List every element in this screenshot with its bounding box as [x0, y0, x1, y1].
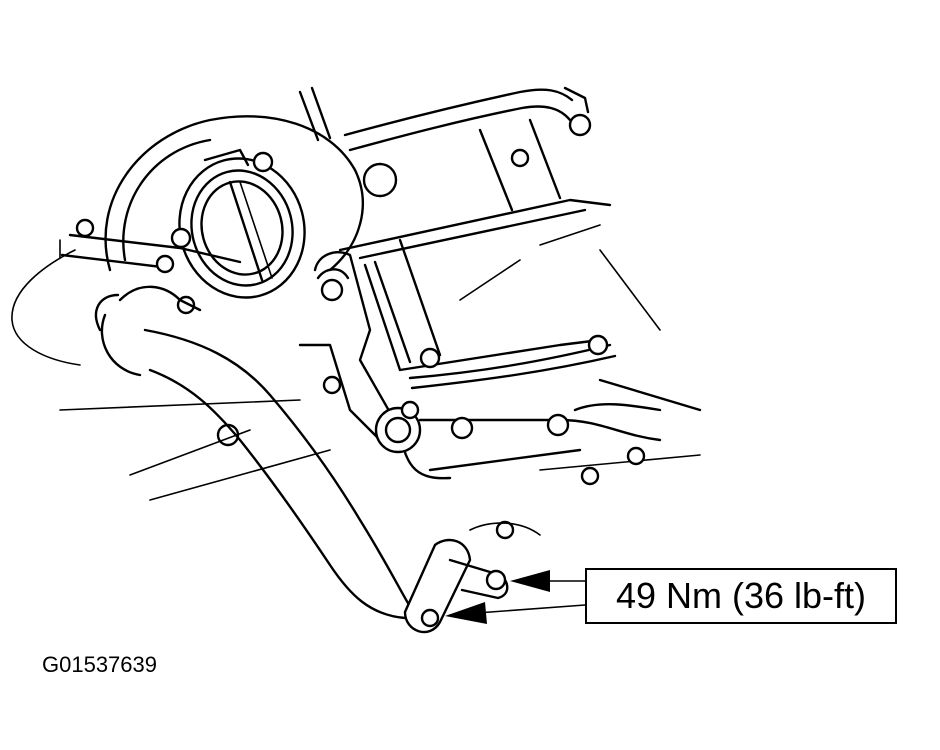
flange-bolt-lower: [420, 608, 440, 628]
callout-arrows: [445, 570, 586, 624]
torque-label: 49 Nm (36 lb-ft): [615, 575, 867, 616]
engine-bolts: [75, 148, 646, 540]
oil-feed-line: [298, 86, 592, 212]
pipe-flange: [403, 522, 541, 634]
outlet-pipe: [59, 285, 414, 620]
turbocharger-housing: [11, 115, 364, 366]
cylinder-head-bracket: [298, 251, 702, 480]
figure-id: G01537639: [42, 652, 157, 677]
valve-cover: [338, 198, 661, 390]
flange-bolt-upper: [485, 569, 507, 591]
turbo-outlet-ring: [178, 148, 306, 299]
torque-callout-box: 49 Nm (36 lb-ft): [585, 568, 897, 624]
